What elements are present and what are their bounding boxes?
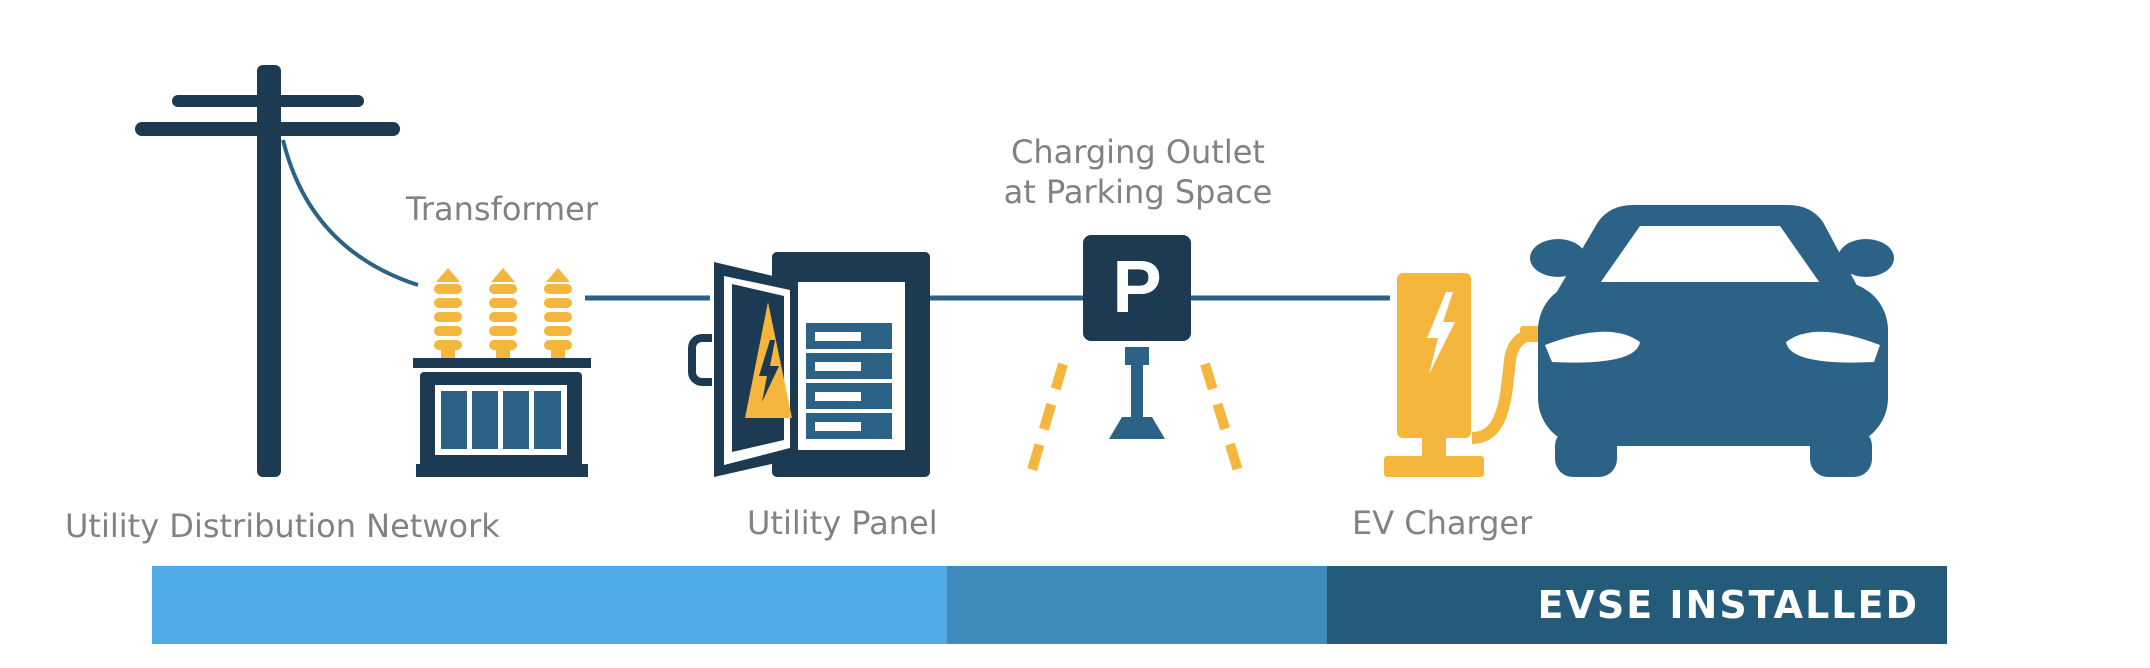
label-utility-panel: Utility Panel [747, 504, 938, 542]
bar-segment-utility [152, 566, 947, 644]
label-charging-outlet: Charging Outlet at Parking Space [978, 132, 1298, 212]
evse-installed-label: EVSE INSTALLED [1537, 583, 1919, 627]
evse-progress-bar: EVSE INSTALLED [152, 566, 1947, 644]
bar-segment-outlet [947, 566, 1327, 644]
parking-sign-icon [1025, 235, 1245, 479]
car-icon [1530, 205, 1894, 477]
transformer-icon [413, 268, 591, 477]
label-charging-outlet-line1: Charging Outlet [1011, 133, 1265, 171]
bar-segment-evse: EVSE INSTALLED [1327, 566, 1947, 644]
utility-pole-icon [135, 65, 400, 477]
ev-charger-icon [1384, 273, 1542, 477]
label-transformer: Transformer [406, 190, 599, 228]
pole-wire [281, 139, 419, 287]
label-ev-charger: EV Charger [1352, 504, 1533, 542]
label-charging-outlet-line2: at Parking Space [1003, 173, 1273, 211]
parking-sign-letter: P [1112, 245, 1161, 328]
label-utility-distribution-network: Utility Distribution Network [65, 507, 500, 545]
utility-panel-icon [688, 252, 930, 477]
